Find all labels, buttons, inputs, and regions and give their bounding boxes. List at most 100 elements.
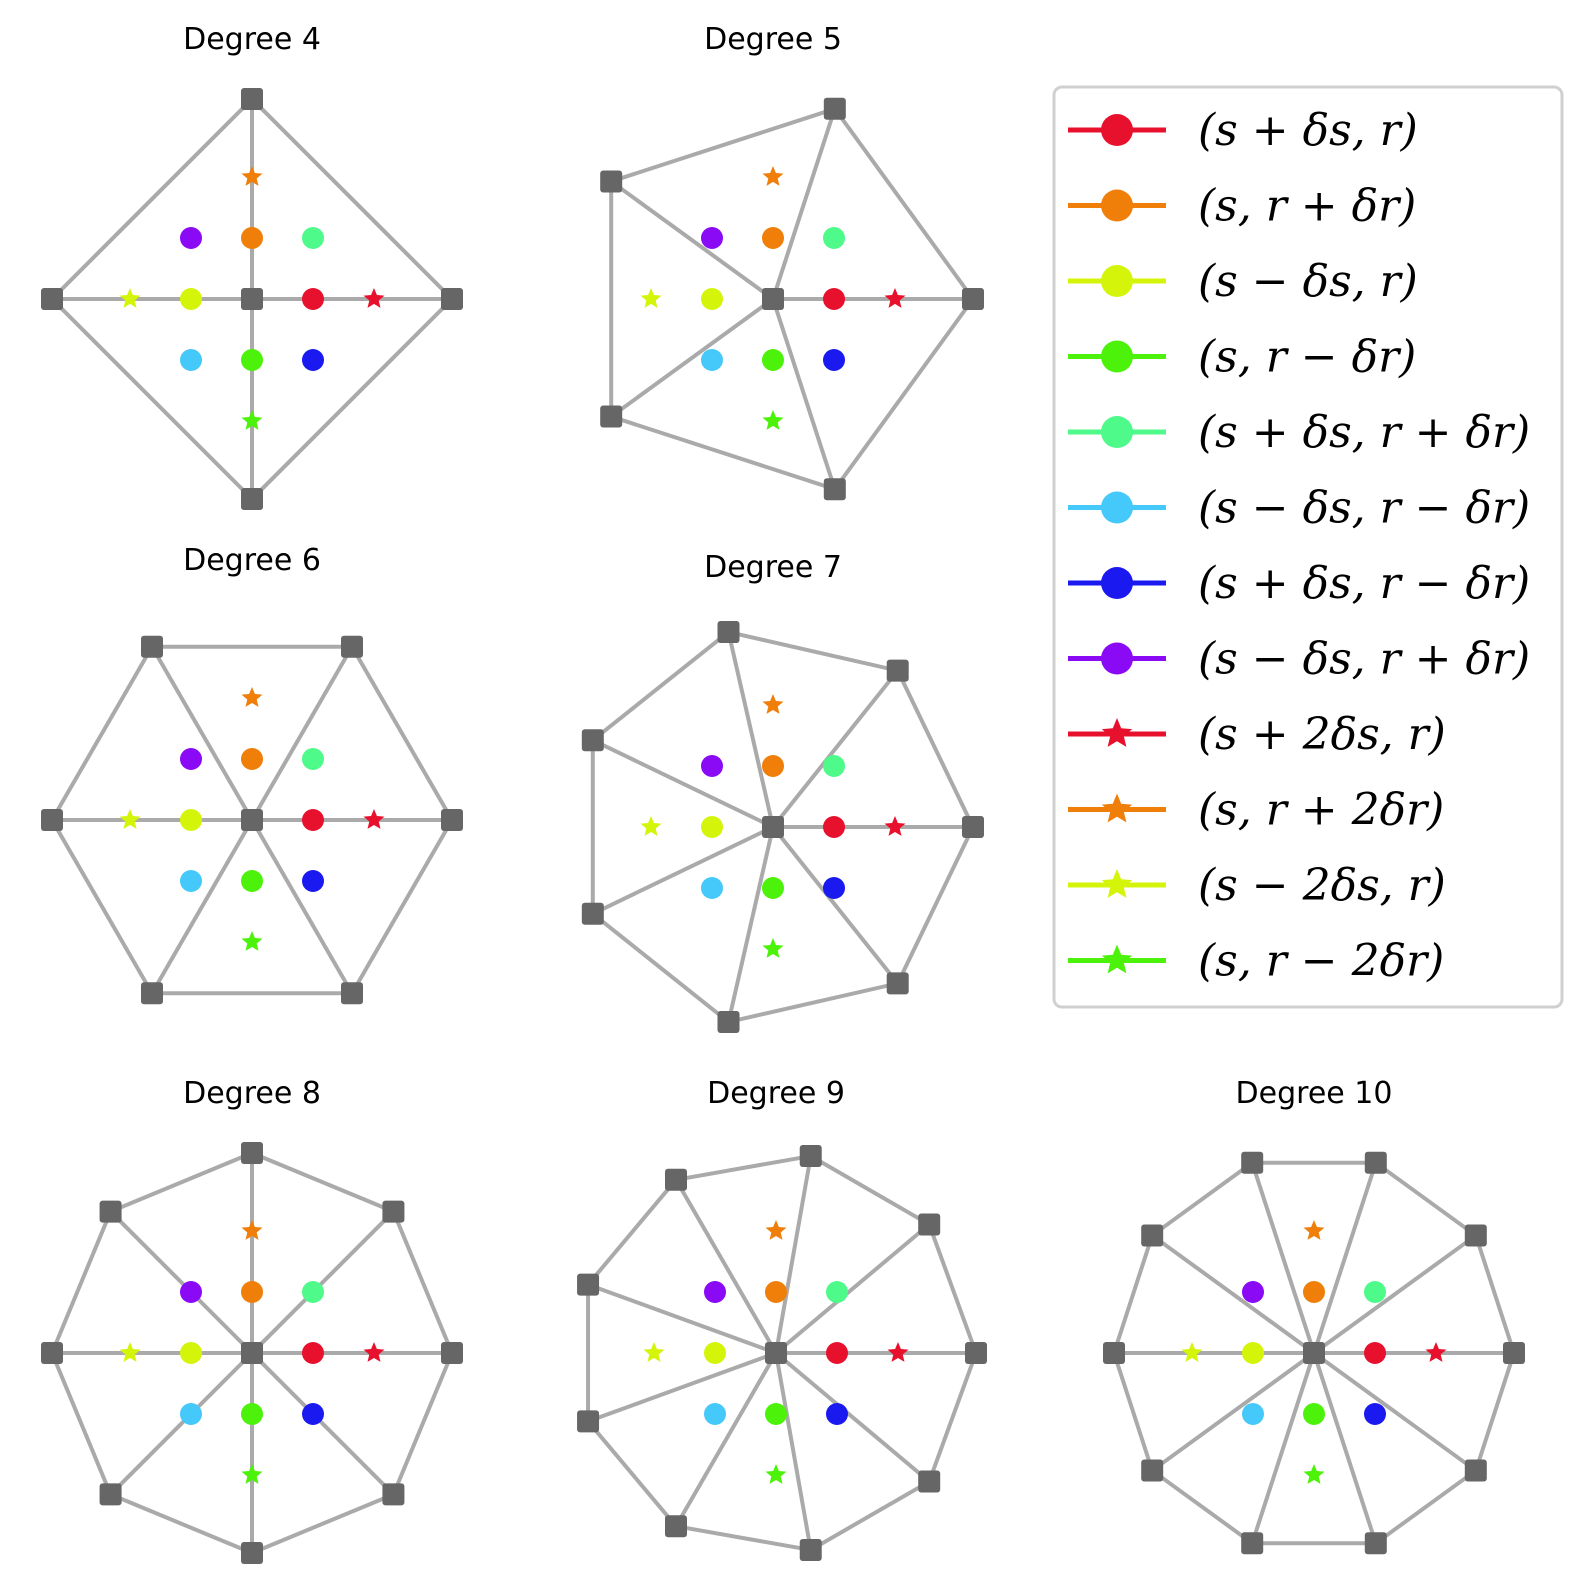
- legend-label: (s − δs, r): [1198, 256, 1418, 307]
- legend-entry: (s + δs, r − δr): [1068, 558, 1530, 609]
- legend-entry: (s + δs, r + δr): [1068, 407, 1530, 458]
- vertex-node: [241, 88, 263, 110]
- spoke-edge: [590, 825, 775, 916]
- panel-degree-10: Degree 10: [1103, 1076, 1525, 1555]
- vertex-node: [717, 621, 740, 644]
- spoke-edge: [771, 106, 837, 301]
- rim-edge: [726, 630, 900, 673]
- stencil-point: [180, 1342, 202, 1364]
- rim-edge: [808, 1479, 932, 1552]
- vertex-node: [99, 1483, 122, 1506]
- legend-box: [1052, 85, 1564, 1009]
- stencil-point: [765, 1403, 787, 1425]
- stencil-point: [701, 877, 723, 899]
- spoke-edge: [1312, 1160, 1378, 1355]
- legend-marker: [1101, 869, 1133, 898]
- vertex-node: [918, 1470, 941, 1493]
- stencil-point: [1303, 1403, 1325, 1425]
- center-node: [1303, 1342, 1325, 1364]
- rim-edge: [1112, 1233, 1155, 1355]
- stencil-star-point: [119, 1342, 141, 1362]
- rim-edge: [1112, 1351, 1155, 1473]
- legend-entry: (s − δs, r + δr): [1068, 634, 1530, 685]
- stencil-point: [302, 227, 324, 249]
- vertex-node: [823, 97, 846, 120]
- stencil-point: [241, 1403, 263, 1425]
- rim-edge: [1150, 1468, 1255, 1546]
- panel-title: Degree 6: [183, 543, 321, 578]
- panel-degree-7: Degree 7: [581, 550, 984, 1033]
- stencil-star-point: [884, 816, 906, 836]
- vertex-node: [577, 1410, 600, 1433]
- stencil-point: [241, 748, 263, 770]
- rim-edge: [391, 1351, 454, 1497]
- vertex-node: [382, 1200, 405, 1223]
- legend-entry: (s − δs, r − δr): [1068, 483, 1530, 534]
- spoke-edge: [674, 1177, 778, 1355]
- stencil-point: [823, 227, 845, 249]
- stencil-point: [180, 1281, 202, 1303]
- vertex-node: [823, 478, 846, 501]
- spoke-edge: [726, 825, 775, 1024]
- rim-edge: [1473, 1351, 1516, 1473]
- vertex-node: [1364, 1151, 1387, 1174]
- spoke-edge: [590, 738, 775, 829]
- legend-entry: (s − δs, r): [1068, 256, 1418, 307]
- vertex-node: [41, 809, 63, 831]
- stencil-point: [1364, 1342, 1386, 1364]
- rim-edge: [108, 1151, 254, 1214]
- spoke-edge: [1312, 1351, 1378, 1546]
- spoke-edge: [1250, 1160, 1316, 1355]
- stencil-point: [180, 227, 202, 249]
- legend-marker: [1101, 642, 1133, 675]
- stencil-point: [823, 877, 845, 899]
- vertex-node: [600, 170, 623, 193]
- rim-edge: [50, 818, 154, 996]
- stencil-point: [302, 809, 324, 831]
- panel-degree-8: Degree 8: [41, 1076, 463, 1564]
- legend-label: (s − δs, r − δr): [1198, 483, 1530, 534]
- stencil-point: [302, 748, 324, 770]
- stencil-point: [180, 288, 202, 310]
- stencil-point: [180, 870, 202, 892]
- legend-marker: [1101, 944, 1133, 974]
- vertex-node: [41, 1342, 63, 1364]
- stencil-star-point: [119, 288, 141, 308]
- legend-marker: [1101, 265, 1133, 297]
- spoke-edge: [108, 1209, 254, 1355]
- spoke-edge: [774, 1154, 813, 1355]
- vertex-node: [665, 1515, 687, 1538]
- rim-edge: [108, 1492, 254, 1555]
- stencil-star-point: [1303, 1220, 1325, 1240]
- stencil-star-point: [363, 288, 385, 308]
- stencil-point: [701, 349, 723, 371]
- vertex-node: [1364, 1532, 1387, 1555]
- vertex-node: [382, 1483, 405, 1506]
- panel-title: Degree 8: [183, 1076, 321, 1111]
- spoke-edge: [250, 1351, 396, 1497]
- vertex-node: [965, 1342, 987, 1364]
- vertex-node: [99, 1200, 122, 1223]
- stencil-point: [1364, 1281, 1386, 1303]
- stencil-star-point: [643, 1342, 665, 1362]
- rim-edge: [586, 1419, 678, 1529]
- rim-edge: [50, 1351, 113, 1497]
- rim-edge: [250, 1151, 396, 1214]
- panel-degree-5: Degree 5: [600, 22, 984, 501]
- stencil-point: [765, 1281, 787, 1303]
- rim-edge: [1473, 1233, 1516, 1355]
- rim-edge: [1150, 1160, 1255, 1238]
- stencil-star-point: [762, 694, 784, 714]
- rim-edge: [927, 1351, 978, 1484]
- stencil-point: [1303, 1281, 1325, 1303]
- rim-edge: [609, 106, 837, 184]
- rim-edge: [350, 644, 454, 822]
- vertex-node: [141, 982, 163, 1005]
- vertex-node: [886, 972, 909, 995]
- stencil-star-point: [241, 931, 263, 951]
- stencil-star-point: [1181, 1342, 1203, 1362]
- spoke-edge: [726, 630, 775, 829]
- stencil-point: [1364, 1403, 1386, 1425]
- stencil-point: [823, 349, 845, 371]
